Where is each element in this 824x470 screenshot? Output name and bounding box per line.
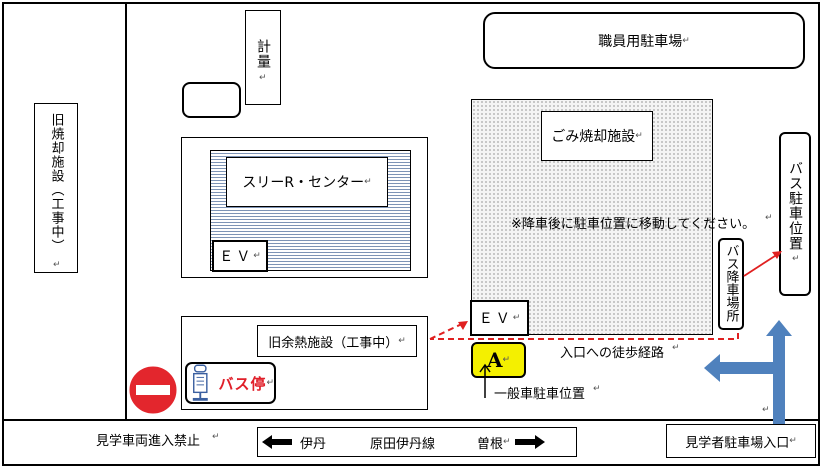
return-mark: ↵	[635, 131, 643, 141]
marker-a-label: A	[486, 348, 503, 372]
three-r-center-label-box: スリーR・センター↵	[226, 157, 388, 207]
pointer-arrow-icon	[479, 363, 491, 398]
staff-parking-area: 職員用駐車場↵	[483, 12, 805, 69]
return-mark: ↵	[53, 260, 61, 270]
return-mark: ↵	[762, 405, 770, 415]
garbage-plant-label: ごみ焼却施設	[551, 129, 636, 145]
entrance-arrow-up	[766, 320, 792, 336]
old-incinerator-building: 旧焼却施設（工事中） ↵	[34, 103, 78, 273]
old-heat-facility-label: 旧余熱施設（工事中）	[268, 335, 399, 351]
route-to-label: 曽根	[477, 436, 504, 452]
weighing-station: 計量 ↵	[245, 10, 281, 105]
notice-text: ※降車後に駐車位置に移動してください。	[511, 217, 756, 232]
return-mark: ↵	[789, 436, 797, 446]
general-parking-label: 一般車駐車位置	[494, 387, 586, 402]
bus-dropoff-label: バス降車場所	[723, 244, 739, 322]
route-name-label: 原田伊丹線	[370, 436, 436, 452]
route-from-label: 伊丹	[300, 436, 327, 452]
walking-route-label: 入口への徒歩経路	[560, 346, 665, 361]
return-mark: ↵	[672, 343, 680, 353]
return-mark: ↵	[253, 251, 261, 261]
visitor-entrance-label: 見学者駐車場入口	[685, 435, 790, 451]
old-incinerator-label: 旧焼却施設（工事中）	[48, 113, 64, 253]
return-mark: ↵	[212, 432, 220, 442]
return-mark: ↵	[503, 437, 511, 447]
return-mark: ↵	[398, 336, 406, 346]
bus-stop-label: バス停	[218, 374, 267, 393]
small-building	[182, 82, 241, 118]
entrance-arrow-left	[704, 354, 720, 382]
no-entry-icon	[128, 365, 178, 415]
three-r-center-label: スリーR・センター	[242, 175, 365, 191]
return-mark: ↵	[792, 254, 800, 264]
elevator-3r: ＥＶ↵	[212, 240, 268, 272]
entrance-arrow-left-stem	[719, 362, 775, 374]
bus-dropoff-area: バス降車場所	[718, 238, 744, 330]
return-mark: ↵	[266, 378, 274, 388]
return-mark: ↵	[502, 355, 511, 365]
return-mark: ↵	[364, 177, 372, 187]
old-heat-facility-label-box: 旧余熱施設（工事中）↵	[257, 325, 417, 357]
no-entry-note: 見学車両進入禁止	[96, 434, 201, 449]
ev-label: ＥＶ	[219, 249, 254, 265]
left-arrow-icon	[262, 435, 292, 449]
road-boundary-line	[2, 419, 820, 421]
weighing-label: 計量	[255, 39, 271, 69]
return-mark: ↵	[765, 213, 773, 223]
bus-stop-icon	[192, 364, 208, 401]
road-sign: 伊丹 原田伊丹線 曽根↵	[257, 427, 577, 457]
bus-stop: バス停↵	[185, 362, 276, 404]
return-mark: ↵	[593, 384, 601, 394]
bus-parking-area: バス駐車位置 ↵	[779, 132, 811, 296]
return-mark: ↵	[512, 313, 521, 323]
return-mark: ↵	[259, 73, 267, 83]
staff-parking-label: 職員用駐車場	[598, 33, 683, 50]
garbage-plant-label-box: ごみ焼却施設↵	[541, 111, 653, 161]
ev-label: ＥＶ	[478, 311, 513, 327]
visitor-entrance-box: 見学者駐車場入口↵	[666, 424, 816, 458]
bus-parking-label: バス駐車位置	[787, 161, 803, 251]
bus-move-arrow	[743, 253, 779, 277]
elevator-plant: ＥＶ↵	[470, 300, 529, 336]
walking-route-path	[430, 333, 739, 340]
right-arrow-icon	[514, 435, 545, 449]
return-mark: ↵	[682, 35, 690, 46]
divider-line	[125, 2, 127, 421]
entrance-arrow-stem	[773, 334, 785, 428]
